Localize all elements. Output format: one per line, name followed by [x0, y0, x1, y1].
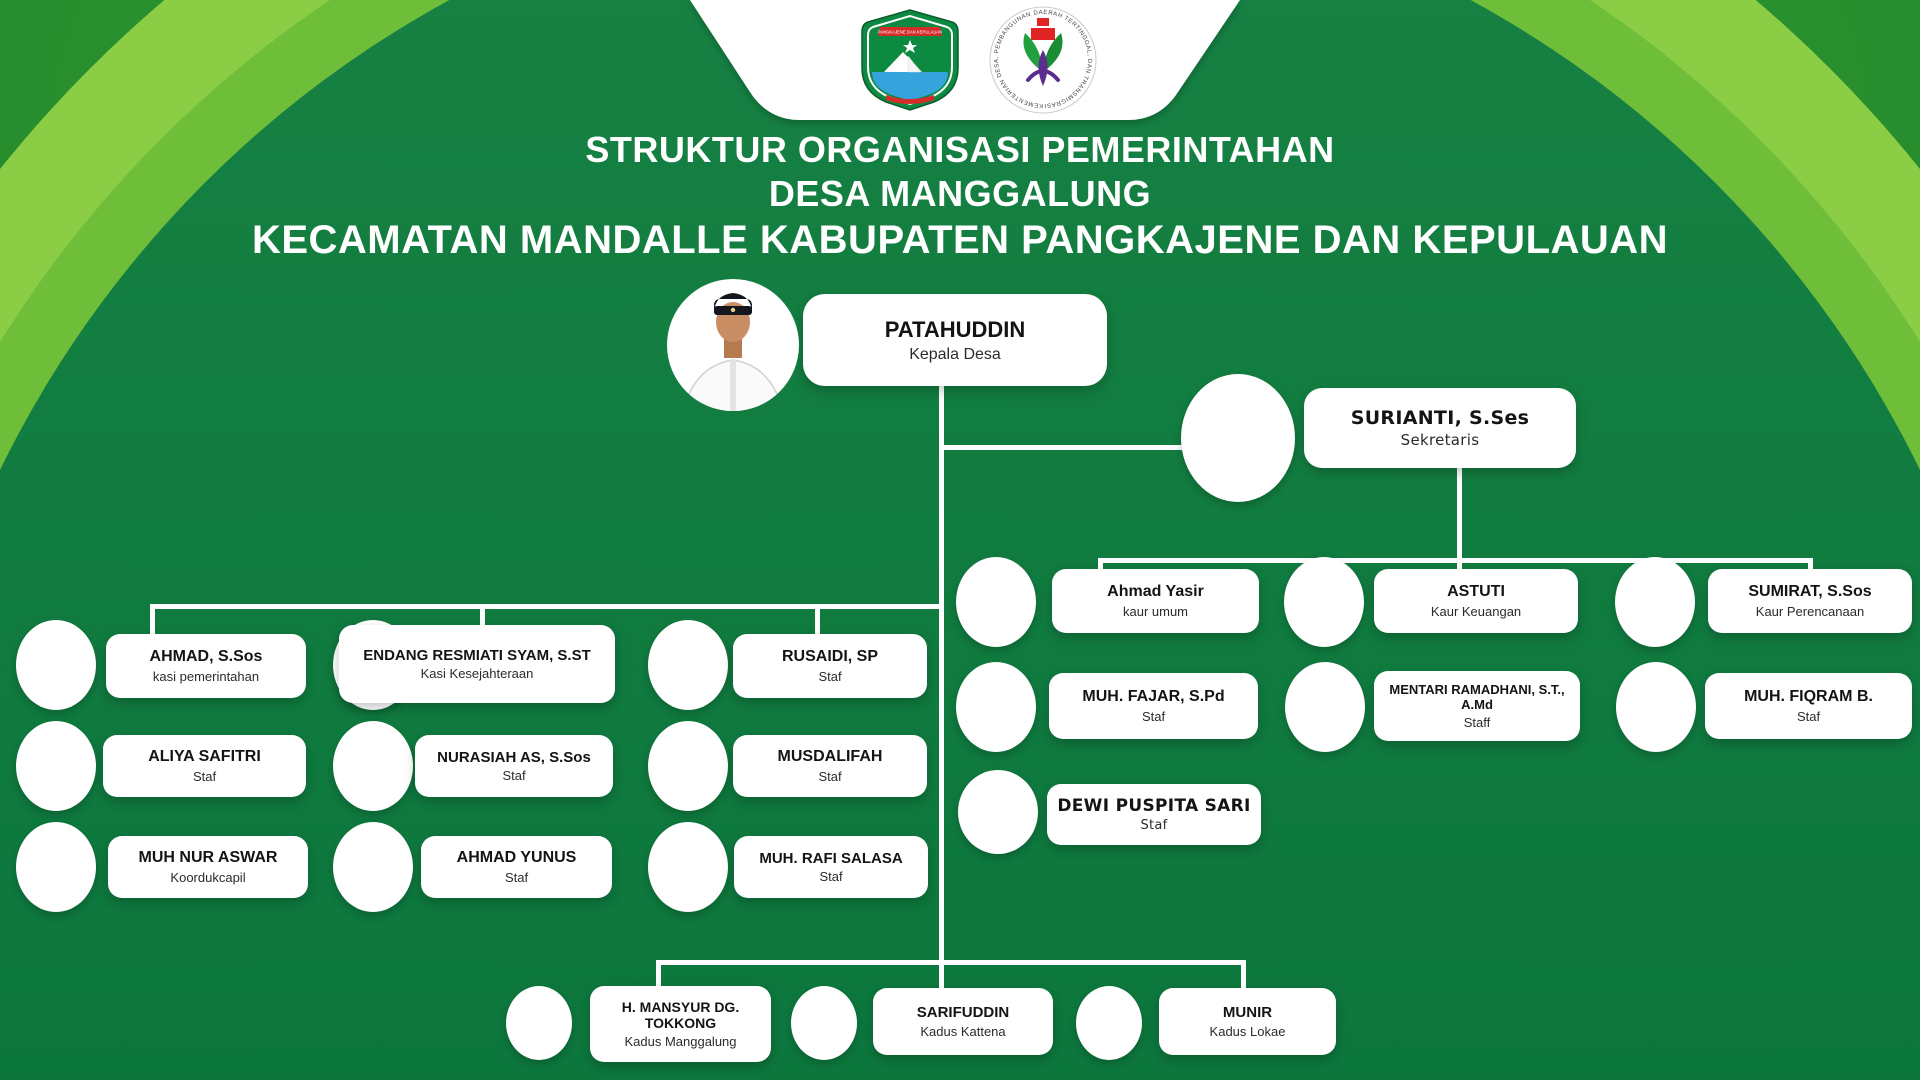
photo-placeholder: [16, 822, 96, 912]
person-name: MUH. RAFI SALASA: [759, 849, 903, 867]
person-name: MUNIR: [1222, 1004, 1273, 1021]
person-name: MUH. FIQRAM B.: [1744, 687, 1873, 705]
person-name: RUSAIDI, SP: [781, 647, 878, 665]
org-node-kadus-lokae: MUNIR Kadus Lokae: [1159, 988, 1336, 1055]
org-node-koordukcapil: MUH NUR ASWAR Koordukcapil: [108, 836, 308, 898]
photo-placeholder: [1285, 662, 1365, 752]
person-role: Staf: [504, 869, 529, 885]
person-name: AHMAD, S.Sos: [149, 647, 263, 665]
org-node-kasi-kesejahteraan: ENDANG RESMIATI SYAM, S.ST Kasi Kesejahte…: [339, 625, 615, 703]
person-name: Ahmad Yasir: [1107, 582, 1204, 600]
person-role: Staff: [1463, 714, 1491, 730]
photo-placeholder: [1616, 662, 1696, 752]
photo-placeholder: [333, 822, 413, 912]
person-role: Kadus Kattena: [920, 1023, 1006, 1039]
photo-placeholder: [333, 721, 413, 811]
person-role: Kadus Manggalung: [624, 1033, 737, 1049]
photo-placeholder: [16, 620, 96, 710]
org-node-staf-musdalifah: MUSDALIFAH Staf: [733, 735, 927, 797]
person-name: MUH NUR ASWAR: [138, 848, 278, 866]
person-role: Kadus Lokae: [1209, 1023, 1286, 1039]
photo-placeholder: [648, 822, 728, 912]
person-name: ALIYA SAFITRI: [148, 747, 261, 765]
person-name: SURIANTI, S.Ses: [1350, 407, 1530, 430]
person-role: kasi pemerintahan: [152, 668, 260, 684]
person-role: Staf: [819, 869, 843, 885]
person-name: ENDANG RESMIATI SYAM, S.ST: [363, 646, 591, 664]
photo-placeholder: [956, 662, 1036, 752]
org-node-kasi-pemerintahan: AHMAD, S.Sos kasi pemerintahan: [106, 634, 306, 698]
person-role: Kasi Kesejahteraan: [420, 666, 534, 682]
photo-placeholder: [16, 721, 96, 811]
person-role: Kepala Desa: [909, 345, 1001, 363]
crest-banner-text: PANGKAJENE DAN KEPULAUAN: [878, 30, 942, 35]
title-line-1: STRUKTUR ORGANISASI PEMERINTAHAN: [585, 129, 1335, 170]
person-name: SUMIRAT, S.Sos: [1748, 582, 1872, 600]
person-name: DEWI PUSPITA SARI: [1057, 795, 1251, 816]
org-node-kepala: PATAHUDDIN Kepala Desa: [803, 294, 1107, 386]
org-node-kaur-keuangan: ASTUTI Kaur Keuangan: [1374, 569, 1578, 633]
ministry-logo: KEMENTERIAN DESA, PEMBANGUNAN DAERAH TER…: [989, 6, 1097, 114]
person-name: MENTARI RAMADHANI, S.T., A.Md: [1389, 682, 1565, 713]
photo-placeholder: [648, 721, 728, 811]
person-role: Staf: [1796, 708, 1821, 724]
person-name: H. MANSYUR DG. TOKKONG: [621, 998, 740, 1032]
org-node-staf-aliya: ALIYA SAFITRI Staf: [103, 735, 306, 797]
person-name: MUSDALIFAH: [777, 747, 883, 765]
photo-placeholder: [1615, 557, 1695, 647]
person-role: kaur umum: [1122, 603, 1189, 619]
org-node-staf-yunus: AHMAD YUNUS Staf: [421, 836, 612, 898]
photo-placeholder: [506, 986, 572, 1060]
header-banner: [690, 0, 1240, 120]
person-name: NURASIAH AS, S.Sos: [437, 748, 591, 766]
person-role: Staf: [192, 768, 217, 784]
person-role: Staf: [818, 668, 842, 684]
person-role: Koordukcapil: [170, 869, 246, 885]
photo-placeholder: [956, 557, 1036, 647]
person-name: ASTUTI: [1447, 582, 1505, 600]
photo-placeholder: [791, 986, 857, 1060]
person-name: PATAHUDDIN: [884, 316, 1026, 342]
title-line-2: DESA MANGGALUNG: [768, 172, 1152, 214]
person-name: AHMAD YUNUS: [456, 848, 577, 866]
photo-placeholder: [1181, 374, 1295, 502]
person-role: Sekretaris: [1400, 431, 1480, 450]
person-role: Kaur Perencanaan: [1755, 603, 1865, 619]
photo-placeholder: [1284, 557, 1364, 647]
person-role: Staf: [1141, 708, 1166, 724]
page-title: STRUKTUR ORGANISASI PEMERINTAHAN DESA MA…: [0, 128, 1920, 265]
person-role: Staf: [818, 768, 842, 784]
org-node-staf-rusaidi: RUSAIDI, SP Staf: [733, 634, 927, 698]
regency-crest-logo: PANGKAJENE DAN KEPULAUAN: [861, 9, 959, 111]
photo-placeholder: [1076, 986, 1142, 1060]
org-node-staf-fiqram: MUH. FIQRAM B. Staf: [1705, 673, 1912, 739]
person-role: Staf: [502, 768, 526, 784]
person-name: MUH. FAJAR, S.Pd: [1082, 687, 1225, 705]
org-node-staf-rafi: MUH. RAFI SALASA Staf: [734, 836, 928, 898]
person-role: Staf: [1140, 817, 1168, 833]
org-node-kadus-kattena: SARIFUDDIN Kadus Kattena: [873, 988, 1053, 1055]
photo-placeholder: [958, 770, 1038, 854]
person-role: Kaur Keuangan: [1430, 603, 1522, 619]
title-line-3: KECAMATAN MANDALLE KABUPATEN PANGKAJENE …: [251, 217, 1669, 262]
photo-placeholder: [648, 620, 728, 710]
person-name: SARIFUDDIN: [916, 1004, 1010, 1021]
org-node-kaur-umum: Ahmad Yasir kaur umum: [1052, 569, 1259, 633]
